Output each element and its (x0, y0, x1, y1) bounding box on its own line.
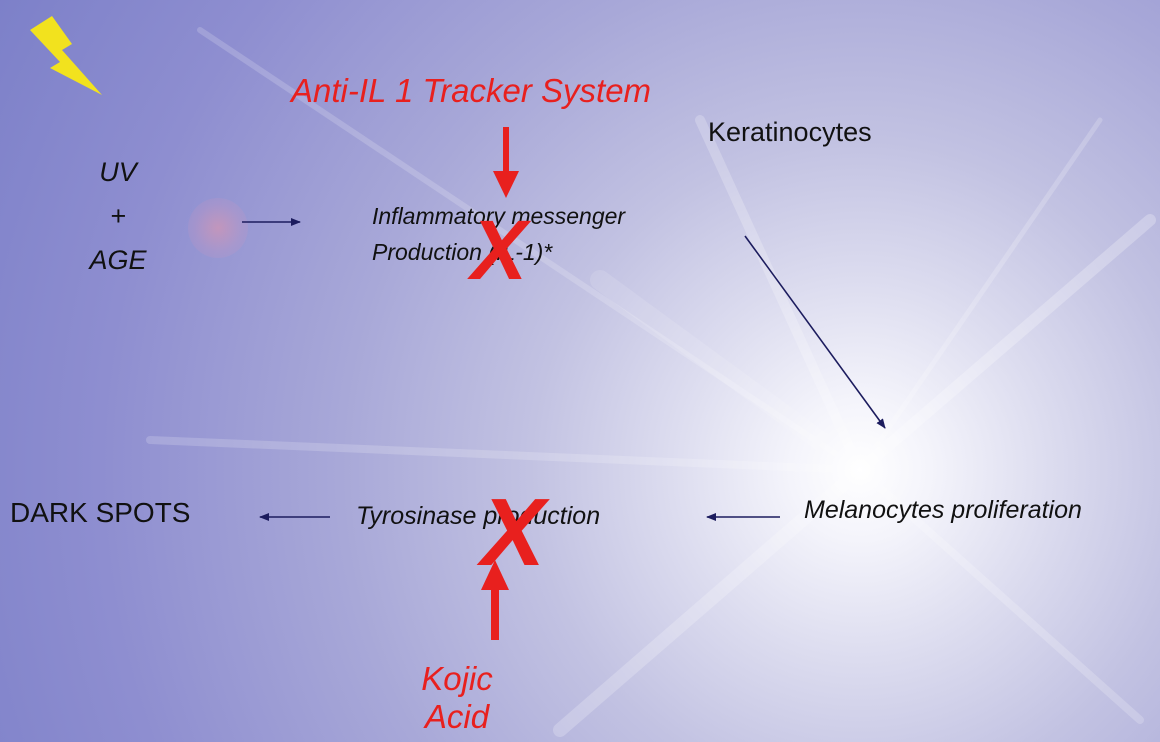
inhibition-x-mark-tyrosinase: X (481, 479, 546, 586)
inflammatory-messenger-node: Inflammatory messenger Production (IL-1)… (372, 198, 732, 270)
inhibition-x-mark-il1: X (471, 203, 528, 297)
inflammatory-line1: Inflammatory messenger (372, 203, 626, 229)
age-label: AGE (89, 245, 147, 275)
kojic-line1: Kojic (421, 660, 493, 697)
kojic-acid-label: Kojic Acid (397, 660, 517, 736)
lens-flare (188, 198, 248, 258)
anti-il1-tracker-label: Anti-IL 1 Tracker System (291, 72, 652, 109)
keratinocytes-label: Keratinocytes (708, 117, 872, 147)
dark-spots-label: DARK SPOTS (10, 497, 191, 528)
tyrosinase-production-label: Tyrosinase production (356, 502, 601, 530)
uv-age-node: UV + AGE (78, 150, 158, 282)
kojic-line2: Acid (424, 698, 490, 735)
inflammatory-line2: Production (IL-1)* (372, 239, 553, 265)
melanocytes-proliferation-label: Melanocytes proliferation (804, 496, 1082, 524)
plus-label: + (110, 201, 126, 231)
uv-label: UV (99, 157, 137, 187)
